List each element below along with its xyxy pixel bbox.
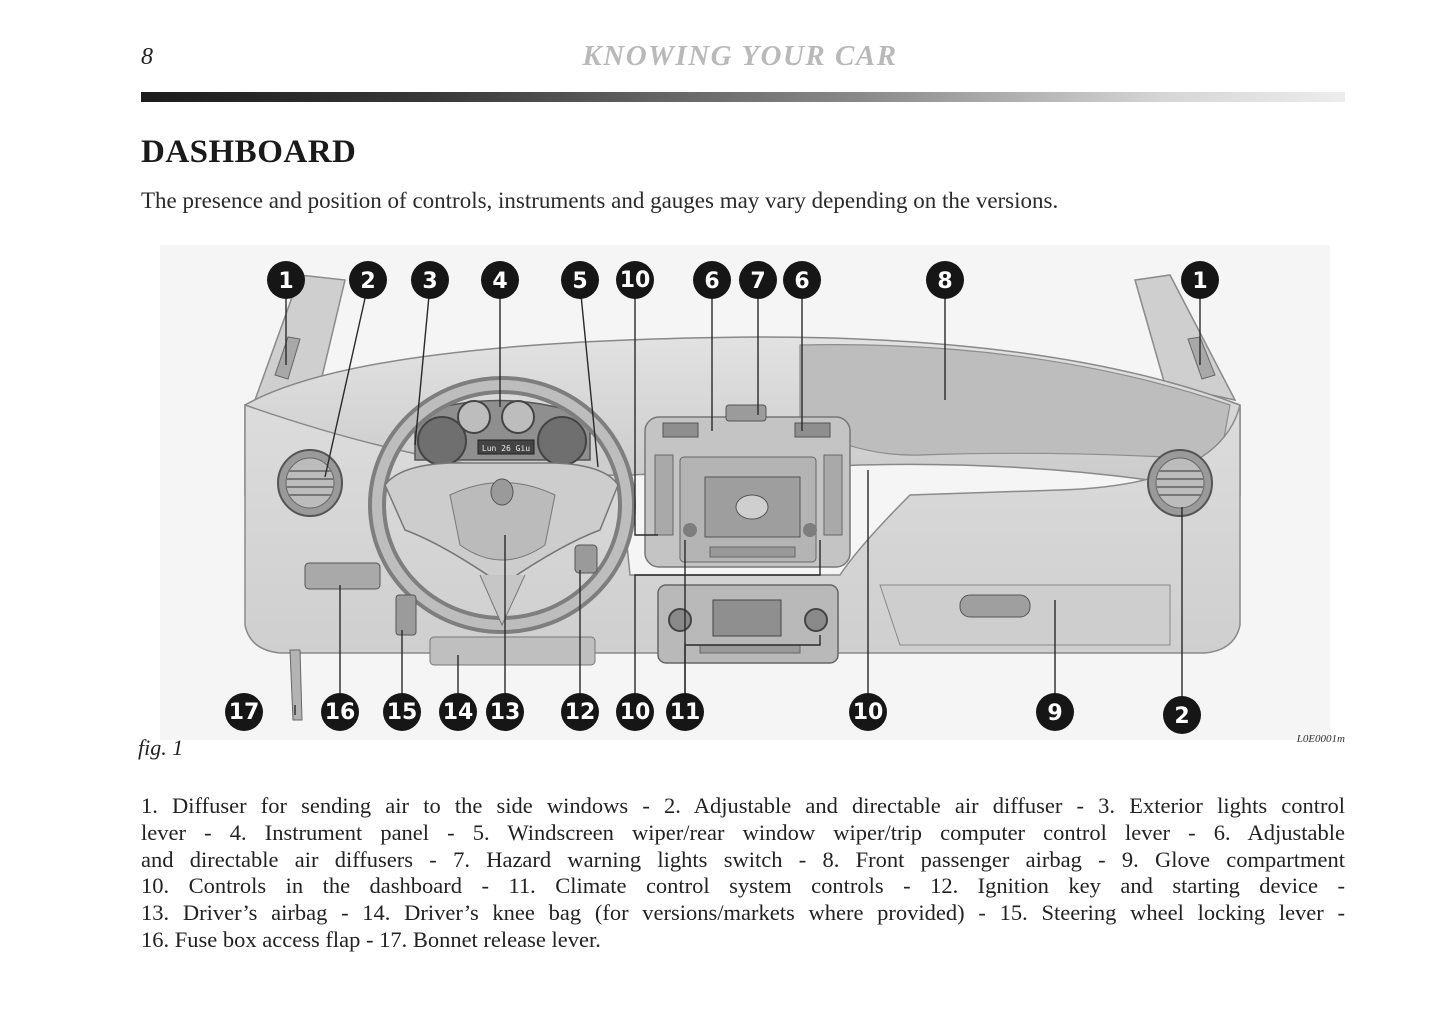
svg-text:5: 5 bbox=[572, 269, 587, 294]
legend-line: lever - 4. Instrument panel - 5. Windscr… bbox=[141, 819, 1345, 845]
intro-text: The presence and position of controls, i… bbox=[141, 188, 1059, 213]
legend-line: and directable air diffusers - 7. Hazard… bbox=[141, 846, 1345, 872]
callout-5: 5 bbox=[561, 261, 599, 299]
callout-10-top: 10 bbox=[616, 261, 654, 299]
legend-line: 13. Driver’s airbag - 14. Driver’s knee … bbox=[141, 900, 1345, 926]
bonnet-release-lever bbox=[289, 649, 303, 721]
callout-2-top: 2 bbox=[349, 261, 387, 299]
callout-8: 8 bbox=[926, 261, 964, 299]
callout-16: 16 bbox=[321, 693, 359, 731]
ignition-lock bbox=[574, 544, 598, 574]
glove-compartment bbox=[879, 584, 1171, 646]
callout-4: 4 bbox=[481, 261, 519, 299]
svg-text:1: 1 bbox=[1192, 269, 1207, 294]
legend-line: 1. Diffuser for sending air to the side … bbox=[141, 793, 1345, 818]
svg-text:3: 3 bbox=[422, 269, 437, 294]
running-head: KNOWING YOUR CAR bbox=[582, 40, 898, 72]
passenger-airbag-panel bbox=[799, 344, 1231, 461]
callout-1-right: 1 bbox=[1181, 261, 1219, 299]
callout-13: 13 bbox=[486, 693, 524, 731]
legend-line: 10. Controls in the dashboard - 11. Clim… bbox=[141, 873, 1345, 899]
svg-text:7: 7 bbox=[750, 269, 765, 294]
callout-2-bottom: 2 bbox=[1163, 696, 1201, 734]
figure-code: L0E0001m bbox=[1296, 733, 1345, 745]
instrument-cluster: Lun 26 Giu bbox=[414, 399, 591, 466]
callout-17: 17 bbox=[225, 693, 263, 731]
svg-text:6: 6 bbox=[704, 269, 719, 294]
callout-11: 11 bbox=[666, 693, 704, 731]
legend-line: 16. Fuse box access flap - 17. Bonnet re… bbox=[141, 926, 601, 952]
svg-text:10: 10 bbox=[620, 268, 651, 293]
figure-label: fig. 1 bbox=[138, 735, 184, 760]
svg-text:4: 4 bbox=[492, 269, 507, 294]
callout-10-bottom-right: 10 bbox=[849, 693, 887, 731]
page-number: 8 bbox=[141, 44, 153, 70]
legend: 1. Diffuser for sending air to the side … bbox=[141, 793, 1345, 954]
callout-10-bottom-left: 10 bbox=[616, 693, 654, 731]
callout-6-right: 6 bbox=[783, 261, 821, 299]
leader-lines bbox=[285, 284, 1201, 715]
climate-control-panel bbox=[657, 584, 839, 664]
svg-text:14: 14 bbox=[443, 700, 474, 725]
left-side-vent bbox=[274, 336, 301, 380]
svg-text:12: 12 bbox=[565, 700, 596, 725]
section-title: DASHBOARD bbox=[141, 134, 357, 170]
callout-6-left: 6 bbox=[693, 261, 731, 299]
callout-markers: 1 2 3 4 5 10 6 7 6 8 1 17 16 15 14 13 12… bbox=[225, 261, 1219, 734]
svg-text:13: 13 bbox=[490, 700, 521, 725]
svg-text:1: 1 bbox=[278, 269, 293, 294]
callout-1-left: 1 bbox=[267, 261, 305, 299]
knee-bag-panel bbox=[429, 636, 596, 666]
dashboard-figure: Lun 26 Giu bbox=[160, 245, 1330, 740]
callout-14: 14 bbox=[439, 693, 477, 731]
svg-text:2: 2 bbox=[1174, 704, 1189, 729]
svg-text:10: 10 bbox=[853, 700, 884, 725]
svg-text:2: 2 bbox=[360, 269, 375, 294]
right-side-vent bbox=[1187, 336, 1216, 380]
left-air-vent-icon bbox=[277, 449, 343, 517]
svg-text:9: 9 bbox=[1047, 701, 1062, 726]
callout-12: 12 bbox=[561, 693, 599, 731]
callout-7: 7 bbox=[739, 261, 777, 299]
svg-text:15: 15 bbox=[387, 700, 418, 725]
callout-15: 15 bbox=[383, 693, 421, 731]
svg-text:10: 10 bbox=[620, 700, 651, 725]
svg-text:8: 8 bbox=[937, 269, 952, 294]
svg-text:17: 17 bbox=[229, 700, 260, 725]
header-rule bbox=[141, 92, 1345, 102]
steering-wheel bbox=[368, 376, 636, 634]
svg-text:16: 16 bbox=[325, 700, 356, 725]
callout-9: 9 bbox=[1036, 693, 1074, 731]
fuse-box-flap bbox=[304, 562, 381, 590]
svg-text:11: 11 bbox=[670, 700, 701, 725]
center-console bbox=[644, 404, 851, 568]
steering-lock-lever bbox=[395, 594, 417, 636]
callout-3: 3 bbox=[411, 261, 449, 299]
dashboard-illustration: Lun 26 Giu bbox=[160, 245, 1330, 740]
svg-text:6: 6 bbox=[794, 269, 809, 294]
right-air-vent-icon bbox=[1147, 449, 1213, 517]
cluster-display-text: Lun 26 Giu bbox=[482, 444, 530, 453]
